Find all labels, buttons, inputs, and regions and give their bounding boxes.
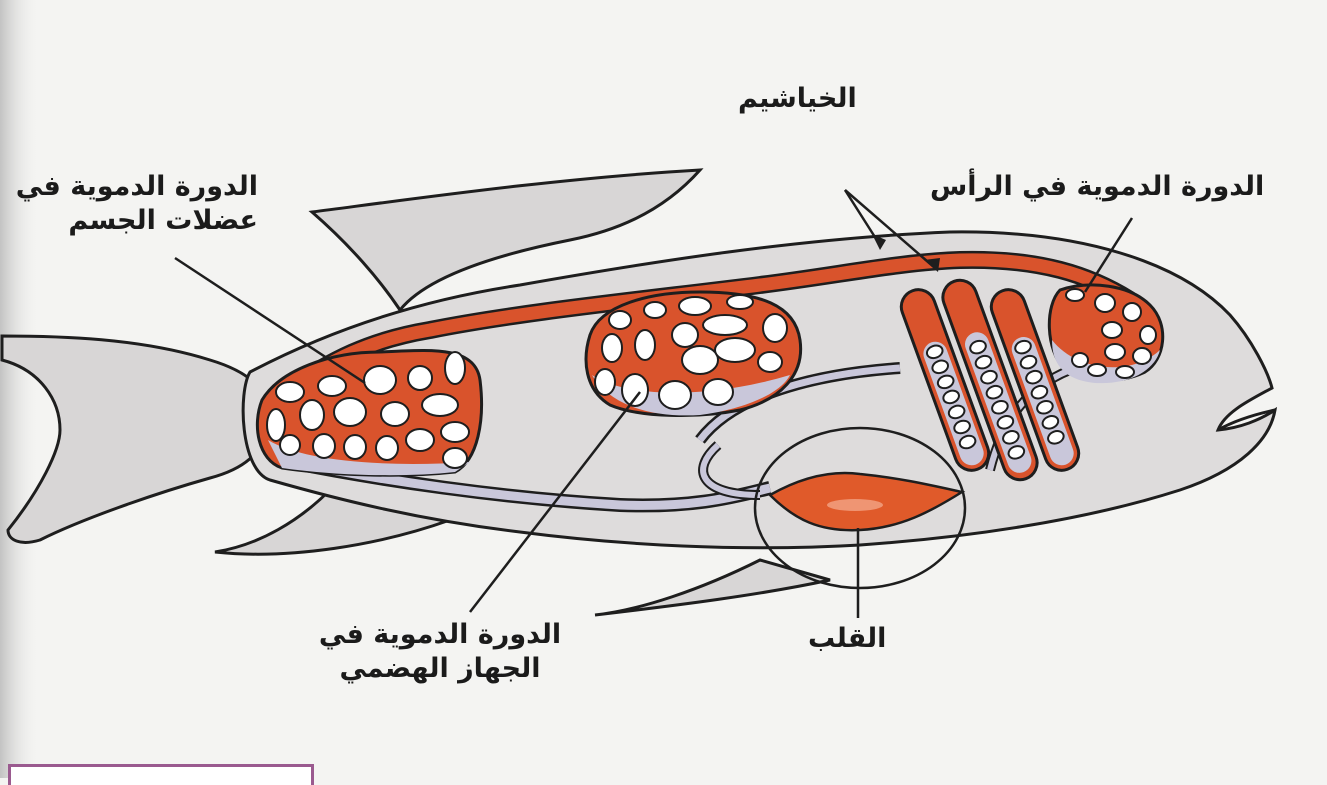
label-gills: الخياشيم bbox=[738, 82, 857, 116]
label-body-muscle-line2: عضلات الجسم bbox=[28, 204, 258, 238]
label-digestive-line1: الدورة الدموية في bbox=[300, 618, 580, 652]
label-digestive-circulation: الدورة الدموية في الجهاز الهضمي bbox=[300, 618, 580, 686]
label-body-muscle-line1: الدورة الدموية في bbox=[28, 170, 258, 204]
head-capillary-bed bbox=[1049, 285, 1162, 383]
caption-box-edge bbox=[8, 764, 314, 785]
anal-fin bbox=[595, 560, 830, 615]
tail-fin bbox=[2, 336, 268, 542]
label-body-muscle-circulation: الدورة الدموية في عضلات الجسم bbox=[28, 170, 258, 238]
label-head-circulation: الدورة الدموية في الرأس bbox=[930, 170, 1264, 204]
label-digestive-line2: الجهاز الهضمي bbox=[300, 652, 580, 686]
label-heart: القلب bbox=[808, 622, 886, 656]
digestive-capillary-bed bbox=[586, 292, 801, 415]
